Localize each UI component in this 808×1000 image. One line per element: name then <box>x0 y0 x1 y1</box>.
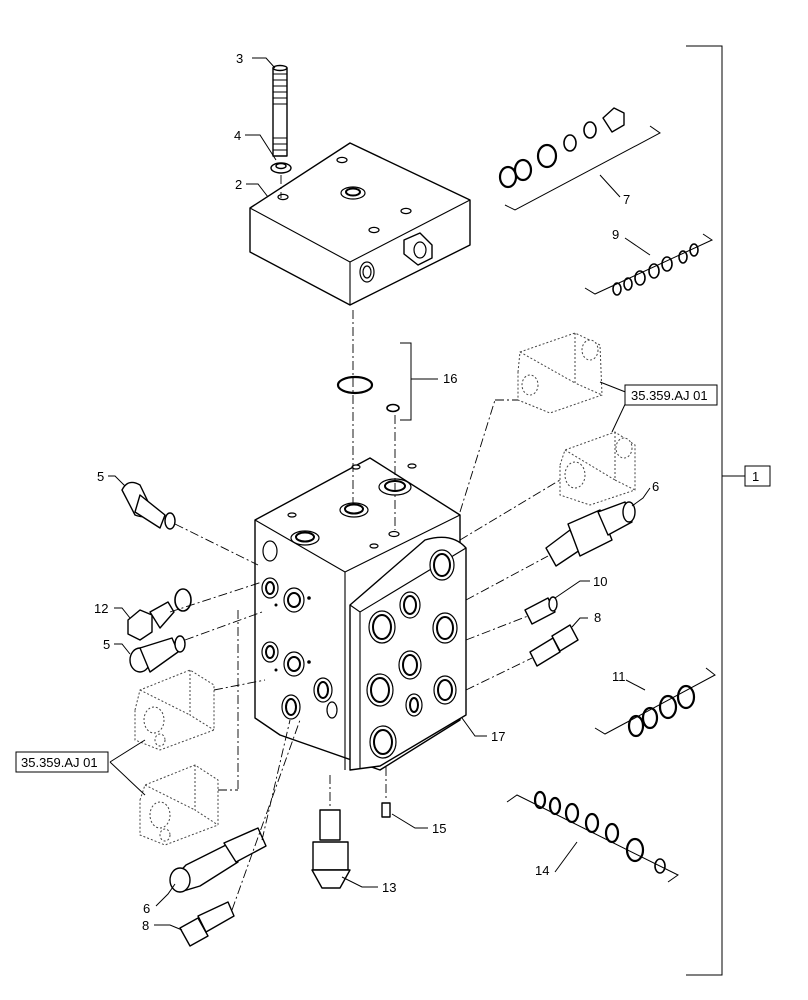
label-9: 9 <box>612 227 619 242</box>
ref-box-right <box>624 384 718 406</box>
screw-15 <box>381 802 391 818</box>
plug-12 <box>127 601 175 641</box>
sensor-8-left <box>179 901 235 947</box>
ref-box-left <box>15 751 109 773</box>
label-6-left: 6 <box>143 901 150 916</box>
label-15: 15 <box>432 821 446 836</box>
solenoid-ghost-lower <box>559 431 636 506</box>
solenoid-ghost-left-upper <box>134 669 215 751</box>
solenoid-ghost-upper <box>517 332 603 414</box>
solenoid-ghost-left-lower <box>139 764 219 846</box>
label-16: 16 <box>443 371 457 386</box>
fitting-10 <box>524 596 558 625</box>
label-17: 17 <box>491 729 505 744</box>
label-1: 1 <box>752 469 759 484</box>
seal-kit-14 <box>506 790 679 883</box>
label-12: 12 <box>94 601 108 616</box>
seal-kit-7 <box>498 107 661 211</box>
stud <box>272 64 288 157</box>
o-ring-small <box>386 403 400 413</box>
label-8-left: 8 <box>142 918 149 933</box>
relief-valve-6-right <box>545 501 636 567</box>
label-2: 2 <box>235 177 242 192</box>
item-1-box <box>744 465 771 487</box>
cartridge-5-lower <box>129 635 186 673</box>
seal-kit-9 <box>584 233 714 296</box>
cartridge-5-upper <box>121 481 176 530</box>
label-8-right: 8 <box>594 610 601 625</box>
washer <box>270 162 292 174</box>
assembly-bracket <box>686 45 745 976</box>
relief-valve-6-left <box>169 827 267 893</box>
label-6-right: 6 <box>652 479 659 494</box>
label-5-lower: 5 <box>103 637 110 652</box>
o-ring-large <box>336 375 374 395</box>
label-4: 4 <box>234 128 241 143</box>
cover-block <box>249 142 471 306</box>
seal-kit-11 <box>594 667 716 738</box>
label-14: 14 <box>535 863 549 878</box>
sensor-8-right <box>529 624 579 667</box>
valve-body <box>254 457 467 771</box>
label-3: 3 <box>236 51 243 66</box>
cartridge-13 <box>311 809 351 889</box>
o-ring-12 <box>174 588 192 612</box>
label-13: 13 <box>382 880 396 895</box>
ref-right: 35.359.AJ 01 <box>631 388 708 403</box>
label-5-upper: 5 <box>97 469 104 484</box>
label-10: 10 <box>593 574 607 589</box>
ref-left: 35.359.AJ 01 <box>21 755 98 770</box>
label-7: 7 <box>623 192 630 207</box>
label-11: 11 <box>612 669 626 684</box>
